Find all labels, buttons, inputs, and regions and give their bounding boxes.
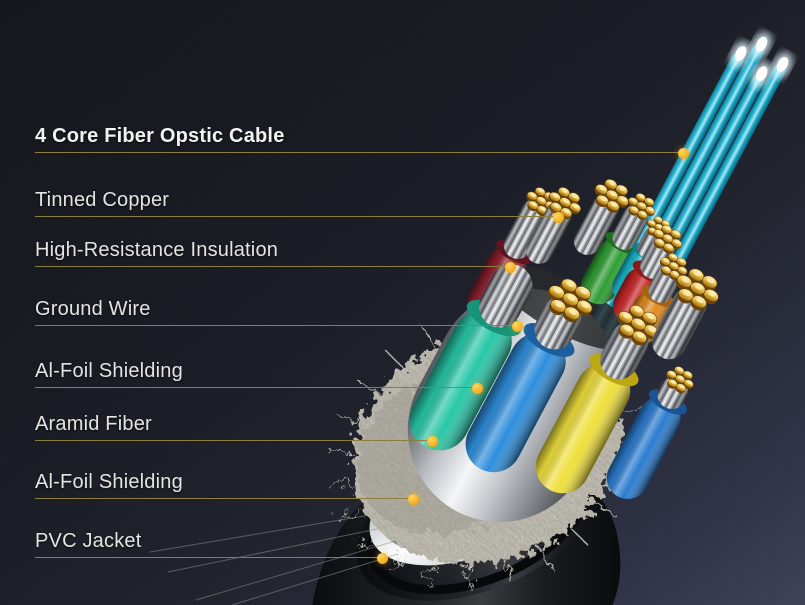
callout-label: Ground Wire	[35, 298, 151, 320]
wire-insulation	[465, 271, 604, 473]
wire-insulation	[580, 188, 663, 305]
callout-al-foil-shielding-outer: Al-Foil Shielding	[35, 468, 419, 505]
callout-label: Al-Foil Shielding	[35, 471, 183, 493]
copper-strands	[574, 174, 635, 255]
callout-label: Tinned Copper	[35, 189, 170, 211]
callout-label: 4 Core Fiber Opstic Cable	[35, 125, 285, 147]
pointer-dot	[678, 147, 689, 159]
pointer-dot	[553, 211, 564, 223]
callout-pvc-jacket: PVC Jacket	[35, 527, 388, 564]
callout-label: High-Resistance Insulation	[35, 239, 279, 261]
ground-wire	[409, 264, 533, 451]
callout-al-foil-shielding-inner: Al-Foil Shielding	[35, 357, 483, 394]
wire-insulation	[535, 297, 670, 494]
callout-label: Al-Foil Shielding	[35, 360, 183, 382]
fiber-glow-tips	[729, 32, 793, 88]
wire-insulation	[606, 360, 704, 499]
callout-high-resistance-insulation: High-Resistance Insulation	[35, 236, 516, 273]
pointer-dot	[472, 382, 483, 394]
callout-aramid-fiber: Aramid Fiber	[35, 410, 438, 447]
pointer-dot	[505, 261, 516, 273]
callout-ground-wire: Ground Wire	[35, 295, 523, 332]
wire-bundle	[409, 174, 726, 499]
callout-label: PVC Jacket	[35, 530, 142, 552]
pointer-dot	[408, 493, 419, 505]
callout-label: Aramid Fiber	[35, 413, 152, 435]
callout-4-core-fiber-opstic-cable: 4 Core Fiber Opstic Cable	[35, 122, 689, 159]
pointer-dot	[427, 435, 438, 447]
copper-strands	[652, 263, 726, 360]
pointer-dot	[377, 552, 388, 564]
pointer-dot	[512, 320, 523, 332]
callout-tinned-copper: Tinned Copper	[35, 186, 564, 223]
